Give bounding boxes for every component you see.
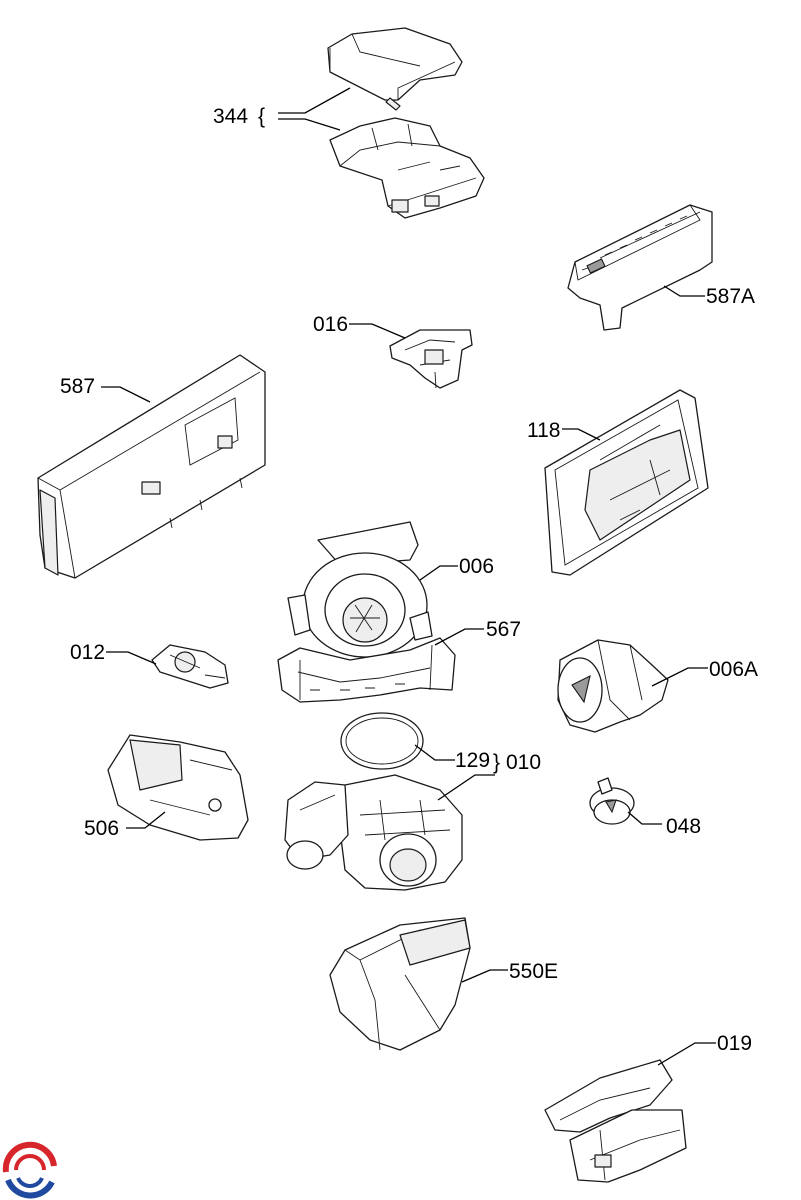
part-344-cover[interactable] [327,27,463,111]
part-550e-cover[interactable] [329,917,471,1051]
part-006a-drain-pump[interactable] [557,639,669,733]
label-019: 019 [657,1032,752,1066]
part-129-seal-ring[interactable] [340,712,424,770]
svg-text:506: 506 [84,817,119,840]
label-129-010: 129 } 010 [414,744,541,801]
svg-text:006A: 006A [709,658,758,681]
brand-logo [2,1141,57,1199]
svg-text:344: 344 [213,105,248,128]
part-016[interactable] [389,329,473,389]
label-048: 048 [627,811,701,838]
label-118: 118 [527,419,601,442]
label-506: 506 [84,811,166,840]
part-587a-key-panel[interactable] [567,204,713,331]
svg-text:129: 129 [455,749,490,772]
part-010-heat-pump[interactable] [284,774,463,891]
svg-text:{: { [258,105,265,128]
label-587: 587 [60,375,151,403]
svg-text:118: 118 [527,419,560,442]
part-506[interactable] [107,734,249,841]
svg-text:016: 016 [313,313,348,336]
label-344: 344 { [213,87,351,131]
label-550e: 550E [461,960,558,983]
label-006: 006 [419,555,494,581]
part-012[interactable] [151,644,229,689]
label-587a: 587A [663,285,755,308]
part-587-housing[interactable] [37,354,266,579]
part-567-bracket[interactable] [277,637,456,703]
label-016: 016 [313,313,406,339]
part-006-pump-head[interactable] [287,521,433,658]
part-019[interactable] [544,1059,687,1183]
svg-text:587: 587 [60,375,95,398]
part-344-board[interactable] [329,117,485,219]
svg-text:567: 567 [486,618,521,641]
part-118[interactable] [544,389,709,576]
svg-text:010: 010 [506,751,541,774]
svg-text:048: 048 [666,815,701,838]
svg-text:006: 006 [459,555,494,578]
svg-text:019: 019 [717,1032,752,1055]
label-006a: 006A [651,658,758,687]
svg-text:012: 012 [70,641,105,664]
svg-text:}: } [493,751,500,774]
label-012: 012 [70,641,157,665]
svg-text:587A: 587A [706,285,755,308]
svg-text:550E: 550E [509,960,558,983]
part-048[interactable] [589,777,635,825]
label-567: 567 [434,618,521,646]
